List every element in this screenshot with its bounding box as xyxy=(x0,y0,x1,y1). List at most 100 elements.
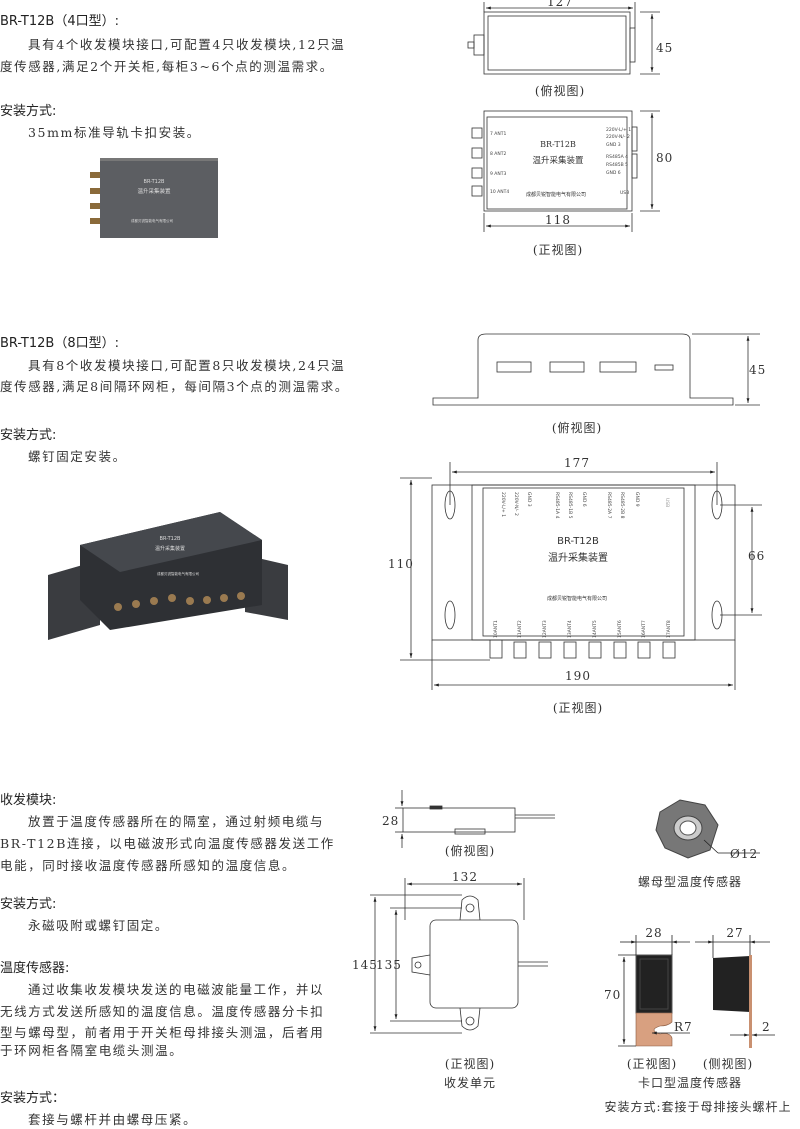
svg-text:220V-N/- 2: 220V-N/- 2 xyxy=(606,134,630,140)
clip-front-width: 28 xyxy=(645,926,662,940)
module-line: 电能，同时接收温度传感器所感知的温度信息。 xyxy=(0,858,297,873)
module-line: 放置于温度传感器所在的隔室，通过射频电缆与 xyxy=(28,814,325,829)
module-heading: 收发模块: xyxy=(0,793,57,808)
d4-front-height: 80 xyxy=(656,151,673,165)
clip-sensor-title: 卡口型温度传感器 xyxy=(638,1075,742,1090)
d4-front-view xyxy=(471,110,660,232)
d8-front-height: 110 xyxy=(388,557,414,571)
clip-height: 70 xyxy=(604,988,621,1002)
section1-heading: BR-T12B（4口型）: xyxy=(0,14,119,29)
terminal-label: GND 9 xyxy=(634,492,640,507)
svg-text:9 ANT3: 9 ANT3 xyxy=(490,171,506,177)
terminal-label: RS485-2B 8 xyxy=(619,492,625,519)
clip-front-caption: (正视图) xyxy=(627,1056,677,1071)
device-4port-photo: BR-T12B 温升采集装置 成都贝锐智能电气有限公司 xyxy=(90,158,218,238)
sensor-install-heading: 安装方式： xyxy=(0,1091,66,1106)
antenna-port-label: 11ANT2 xyxy=(517,620,523,638)
section1-install-heading: 安装方式: xyxy=(0,104,57,119)
svg-text:成都贝锐智能电气有限公司: 成都贝锐智能电气有限公司 xyxy=(547,595,607,602)
module-front-height-outer: 145 xyxy=(352,958,378,972)
module-front-title: 收发单元 xyxy=(444,1075,496,1090)
sensor-line: 通过收集收发模块发送的电磁波能量工作，并以 xyxy=(28,982,325,997)
terminal-label: GND 6 xyxy=(581,492,587,507)
antenna-port-label: 12ANT3 xyxy=(542,620,548,638)
nut-sensor-caption: 螺母型温度传感器 xyxy=(638,874,742,889)
clip-sensor-install: 安装方式:套接于母排接头螺杆上 xyxy=(604,1099,791,1114)
svg-text:温升采集装置: 温升采集装置 xyxy=(548,551,608,564)
d8-front-inner-width: 177 xyxy=(564,456,590,470)
section1-line: 度传感器,满足2个开关柜,每柜3~6个点的测温需求。 xyxy=(0,59,334,74)
antenna-port-label: 17ANT8 xyxy=(666,620,672,638)
svg-text:BR-T12B: BR-T12B xyxy=(160,536,181,542)
clip-thickness: 2 xyxy=(762,1020,771,1034)
svg-text:10 ANT4: 10 ANT4 xyxy=(490,189,509,195)
nut-sensor-image xyxy=(655,799,760,859)
svg-text:8 ANT2: 8 ANT2 xyxy=(490,151,506,157)
svg-text:7 ANT1: 7 ANT1 xyxy=(490,131,506,137)
svg-text:成都贝锐智能电气有限公司: 成都贝锐智能电气有限公司 xyxy=(526,191,586,198)
module-install-heading: 安装方式: xyxy=(0,897,57,912)
sensor-line: 于环网柜各隔室电缆头测温。 xyxy=(0,1043,184,1058)
module-front-view xyxy=(370,878,548,1034)
module-front-caption: (正视图) xyxy=(445,1056,495,1071)
svg-text:RS485B 5: RS485B 5 xyxy=(606,162,628,168)
module-top-height: 28 xyxy=(382,814,399,828)
svg-text:成都贝锐智能电气有限公司: 成都贝锐智能电气有限公司 xyxy=(131,218,173,223)
svg-text:成都贝锐智能电气有限公司: 成都贝锐智能电气有限公司 xyxy=(157,571,199,576)
d8-front-hole-spacing: 66 xyxy=(748,549,765,563)
d4-front-width: 118 xyxy=(545,213,571,227)
module-front-width: 132 xyxy=(452,870,478,884)
antenna-port-label: 16ANT7 xyxy=(641,620,647,638)
module-line: BR-T12B连接，以电磁波形式向温度传感器发送工作 xyxy=(0,836,335,851)
clip-side-caption: (侧视图) xyxy=(703,1056,753,1071)
d8-front-width: 190 xyxy=(565,669,591,683)
section1-install-text: 35mm标准导轨卡扣安装。 xyxy=(28,125,201,140)
sensor-heading: 温度传感器: xyxy=(0,961,70,976)
d4-top-width: 127 xyxy=(547,0,573,9)
svg-text:GND 3: GND 3 xyxy=(606,142,621,148)
terminal-label: RS485-1B 5 xyxy=(567,492,573,519)
antenna-port-label: 14ANT5 xyxy=(592,620,598,638)
section2-heading: BR-T12B（8口型）: xyxy=(0,336,119,351)
svg-text:USB: USB xyxy=(620,190,629,196)
svg-text:RS485A 4: RS485A 4 xyxy=(606,154,628,160)
d8-front-caption: (正视图) xyxy=(553,700,603,715)
device-8port-photo: BR-T12B 温升采集装置 成都贝锐智能电气有限公司 xyxy=(48,512,288,640)
nut-diameter: Ø12 xyxy=(730,847,758,861)
terminal-label: GND 3 xyxy=(526,492,532,507)
d8-front-view xyxy=(400,462,762,690)
svg-text:BR-T12B: BR-T12B xyxy=(557,536,599,547)
svg-text:BR-T12B: BR-T12B xyxy=(144,179,165,185)
antenna-port-label: 15ANT6 xyxy=(617,620,623,638)
clip-radius: R7 xyxy=(674,1020,693,1034)
terminal-label: 220V-L/+ 1 xyxy=(500,492,506,517)
section2-line: 度传感器,满足8间隔环网柜，每间隔3个点的测温需求。 xyxy=(0,379,349,394)
d4-front-caption: (正视图) xyxy=(533,242,583,257)
sensor-line: 无线方式发送所感知的温度信息。温度传感器分卡扣 xyxy=(0,1004,325,1019)
svg-text:220V-L/+ 1: 220V-L/+ 1 xyxy=(606,127,631,133)
d8-top-height: 45 xyxy=(749,363,766,377)
section1-line: 具有4个收发模块接口,可配置4只收发模块,12只温 xyxy=(28,37,346,52)
svg-text:BR-T12B: BR-T12B xyxy=(540,140,576,149)
terminal-label: RS485-1A 4 xyxy=(554,492,560,519)
d8-top-view xyxy=(432,333,760,406)
svg-text:GND 6: GND 6 xyxy=(606,170,621,176)
sensor-line: 型与螺母型，前者用于开关柜母排接头测温，后者用 xyxy=(0,1025,325,1040)
svg-text:温升采集装置: 温升采集装置 xyxy=(137,187,171,195)
d4-top-view xyxy=(467,2,660,75)
svg-text:温升采集装置: 温升采集装置 xyxy=(155,545,185,552)
section2-line: 具有8个收发模块接口,可配置8只收发模块,24只温 xyxy=(28,358,346,373)
module-top-caption: (俯视图) xyxy=(445,843,495,858)
module-install-text: 永磁吸附或螺钉固定。 xyxy=(28,918,170,933)
svg-text:USB: USB xyxy=(664,498,670,507)
module-top-view xyxy=(395,790,555,848)
module-front-height-inner: 135 xyxy=(376,958,402,972)
sensor-install-text: 套接与螺杆并由螺母压紧。 xyxy=(28,1112,198,1127)
svg-text:温升采集装置: 温升采集装置 xyxy=(532,155,584,166)
section2-install-text: 螺钉固定安装。 xyxy=(28,449,127,464)
d4-top-height: 45 xyxy=(656,41,673,55)
antenna-port-label: 10ANT1 xyxy=(493,620,499,638)
d8-top-caption: (俯视图) xyxy=(552,420,602,435)
